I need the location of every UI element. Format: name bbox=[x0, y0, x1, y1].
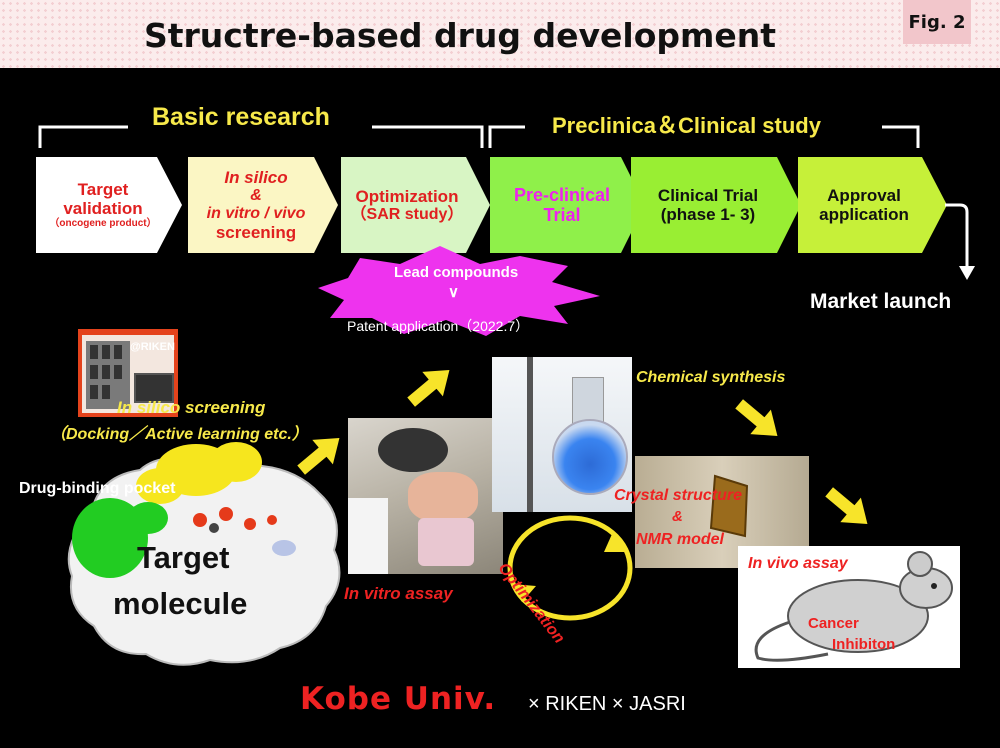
target-molecule-line1: Target bbox=[137, 540, 230, 575]
market-arrow-head bbox=[959, 266, 975, 280]
stage-clinical-trial: Clinical Trial (phase 1- 3) bbox=[634, 160, 782, 250]
market-arrow-line bbox=[945, 203, 969, 268]
yellow-arrows bbox=[297, 370, 868, 524]
clinical-bracket-left bbox=[488, 125, 525, 148]
stage-clinical-line1: Clinical Trial bbox=[657, 185, 759, 205]
in-vivo-assay-panel bbox=[738, 546, 960, 668]
stage-target-line1: Target bbox=[77, 180, 129, 200]
basic-bracket-left bbox=[38, 125, 128, 148]
yellow-domain-2 bbox=[210, 442, 262, 482]
ligand-atom bbox=[219, 507, 233, 521]
ligand-atom bbox=[209, 523, 219, 533]
stage-screening-line1: In silico bbox=[224, 168, 288, 188]
chemical-synthesis-label: Chemical synthesis bbox=[636, 369, 786, 386]
kobe-univ-label: Kobe Univ. bbox=[300, 681, 497, 717]
stage-optimization: Optimization （SAR study） bbox=[336, 160, 478, 250]
stage-preclinical-trial: Pre-clinical Trial bbox=[492, 160, 632, 250]
ligand-atom bbox=[267, 515, 277, 525]
nmr-model-label: NMR model bbox=[636, 531, 724, 548]
green-pocket-2 bbox=[128, 502, 168, 534]
market-launch-label: Market launch bbox=[810, 290, 952, 313]
cancer-label: Cancer bbox=[808, 615, 859, 632]
crystal-icon bbox=[709, 474, 749, 538]
stage-shape-screening bbox=[188, 157, 338, 253]
stage-clinical-line2: (phase 1- 3) bbox=[660, 205, 756, 224]
stage-optimization-line1: Optimization bbox=[355, 186, 459, 206]
stage-screening-line4: screening bbox=[215, 222, 297, 242]
mouse-icon bbox=[754, 551, 953, 662]
target-molecule-line2: molecule bbox=[113, 586, 248, 621]
stage-shape-optimization bbox=[341, 157, 490, 253]
ligand-atom bbox=[244, 518, 256, 530]
stage-approval-line2: application bbox=[819, 205, 909, 224]
in-vitro-assay-photo bbox=[348, 418, 503, 574]
stage-screening-line3: in vitro / vivo bbox=[206, 205, 306, 222]
lead-star-shape bbox=[318, 246, 600, 336]
stage-optimization-line2: （SAR study） bbox=[350, 205, 464, 223]
clinical-study-label: Preclinica＆Clinical study bbox=[552, 113, 821, 138]
ligand-atom bbox=[193, 513, 207, 527]
stage-approval-application: Approval application bbox=[798, 160, 930, 250]
crystal-amp-label: & bbox=[672, 508, 683, 525]
stage-screening-line2: & bbox=[250, 187, 262, 205]
drug-binding-pocket-label: Drug-binding pocket bbox=[19, 480, 176, 497]
stage-shape-preclinical bbox=[490, 157, 645, 253]
stage-preclinical-line1: Pre-clinical bbox=[513, 184, 611, 205]
in-vitro-assay-label: In vitro assay bbox=[344, 584, 453, 603]
stage-shape-target bbox=[36, 157, 182, 253]
partners-label: × RIKEN × JASRI bbox=[528, 693, 686, 715]
stage-shape-clinical bbox=[631, 157, 801, 253]
supercomputer-icon: @RIKEN bbox=[78, 329, 178, 417]
blue-patch bbox=[272, 540, 296, 556]
inhibition-label: Inhibiton bbox=[832, 636, 896, 653]
stage-screening: In silico & in vitro / vivo screening bbox=[188, 160, 324, 250]
patent-application-label: Patent application（2022.7） bbox=[347, 318, 530, 334]
stage-preclinical-line2: Trial bbox=[543, 205, 581, 225]
stage-target-validation: Target validation （oncogene product） bbox=[36, 160, 170, 250]
header-band: Structre-based drug development Fig. 2 bbox=[0, 0, 1000, 68]
figure-label: Fig. 2 bbox=[903, 0, 971, 44]
docking-label: （Docking／Active learning etc.） bbox=[50, 426, 308, 443]
stage-approval-line1: Approval bbox=[827, 185, 901, 205]
yellow-domain-3 bbox=[136, 468, 184, 504]
cycle-arrowhead-2 bbox=[512, 584, 536, 602]
cycle-arrowhead bbox=[604, 534, 628, 552]
page-title: Structre-based drug development bbox=[143, 16, 777, 55]
lead-compounds-label: Lead compounds bbox=[394, 264, 519, 281]
crystal-structure-label: Crystal structure bbox=[614, 487, 743, 504]
stage-target-line2: validation bbox=[63, 199, 143, 219]
basic-bracket-right bbox=[372, 125, 484, 148]
stage-shape-approval bbox=[798, 157, 947, 253]
basic-research-label: Basic research bbox=[152, 103, 330, 131]
stage-target-line3: （oncogene product） bbox=[49, 218, 157, 230]
in-vivo-assay-label: In vivo assay bbox=[748, 555, 848, 572]
optimization-cycle-ring bbox=[507, 515, 633, 621]
clinical-bracket-right bbox=[882, 125, 920, 148]
chemical-synthesis-photo bbox=[492, 357, 632, 512]
in-silico-screening-label: In silico screening bbox=[117, 398, 266, 417]
riken-label: @RIKEN bbox=[130, 341, 175, 353]
lead-gt-symbol: ∨ bbox=[448, 284, 459, 301]
